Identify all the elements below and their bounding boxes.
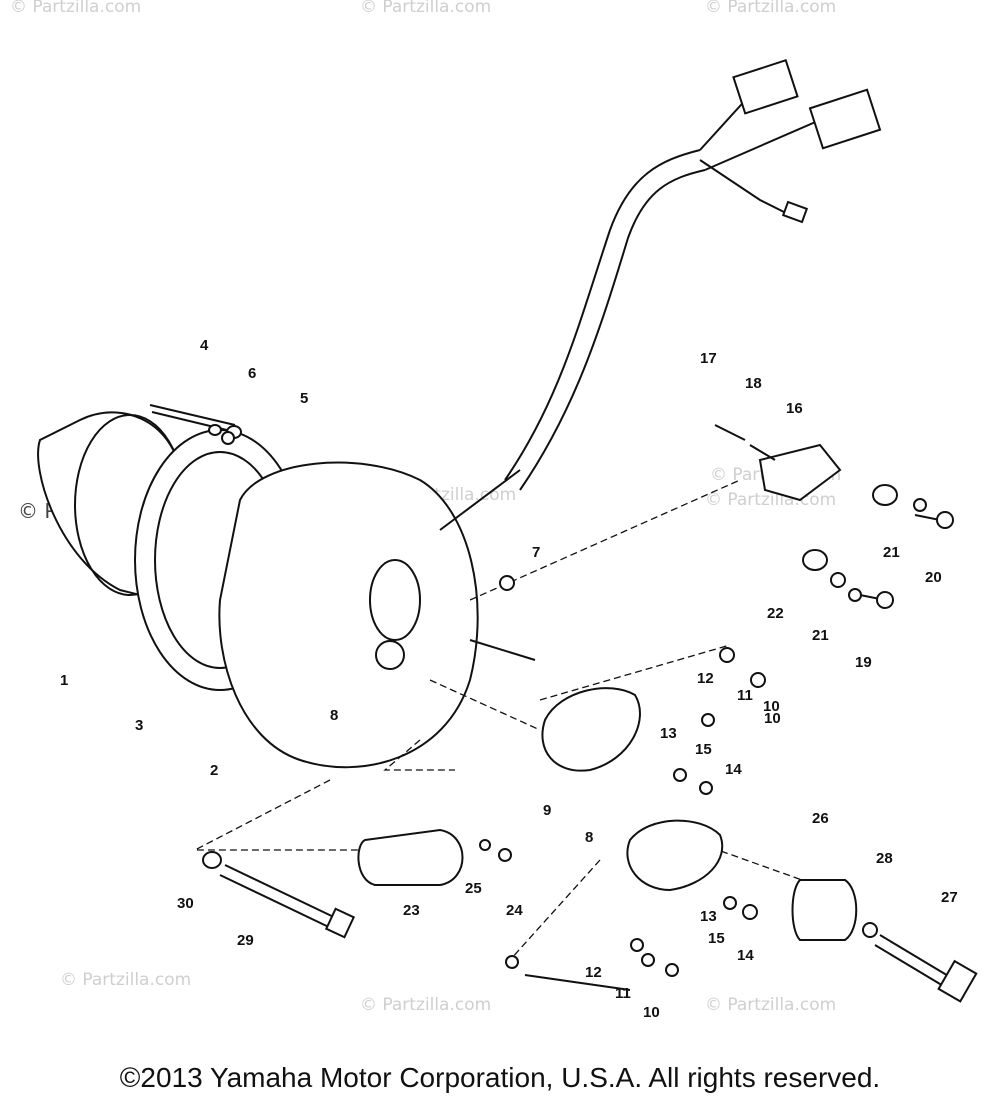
callout-14: 14 — [725, 761, 742, 778]
wiring-harness — [504, 59, 882, 491]
hardware — [221, 431, 954, 991]
callout-25: 25 — [465, 880, 482, 897]
long-bolt — [202, 851, 356, 939]
callout-26: 26 — [812, 810, 829, 827]
copyright-notice: ©2013 Yamaha Motor Corporation, U.S.A. A… — [119, 1062, 881, 1093]
callout-5: 5 — [300, 390, 308, 407]
callout-24: 24 — [506, 902, 523, 919]
watermark: © Partzilla.com — [360, 0, 491, 17]
callout-18: 18 — [745, 375, 762, 392]
callout-2: 2 — [210, 762, 218, 779]
watermark: © Partzilla.com — [10, 0, 141, 17]
watermark: © Partzilla.com — [705, 490, 836, 510]
point-plate — [541, 687, 723, 892]
callout-22: 22 — [767, 605, 784, 622]
callout-16: 16 — [786, 400, 803, 417]
callout-labels: 1 2 3 4 5 6 7 8 9 10 10 11 11 12 12 13 1… — [60, 337, 958, 1021]
callout-9: 9 — [543, 802, 551, 819]
callout-14b: 14 — [737, 947, 754, 964]
callout-23: 23 — [403, 902, 420, 919]
callout-15b: 15 — [708, 930, 725, 947]
callout-10c: 10 — [763, 698, 780, 715]
callout-12: 12 — [697, 670, 714, 687]
watermark: © Partzilla.com — [360, 995, 491, 1015]
callout-21: 21 — [883, 544, 900, 561]
watermark: © Partzilla.com — [705, 995, 836, 1015]
callout-10: 10 — [764, 710, 781, 727]
callout-8b: 8 — [330, 707, 338, 724]
connector — [781, 200, 809, 224]
connector — [808, 88, 882, 150]
brush-holder — [714, 424, 941, 601]
callout-1: 1 — [60, 672, 68, 689]
callout-13: 13 — [660, 725, 677, 742]
connector — [732, 59, 799, 115]
callout-12b: 12 — [585, 964, 602, 981]
watermark: © Partzilla.com — [705, 0, 836, 17]
callout-3: 3 — [135, 717, 143, 734]
callout-21b: 21 — [812, 627, 829, 644]
starter-relay — [357, 828, 464, 886]
callout-27: 27 — [941, 889, 958, 906]
bushing-and-bolt — [791, 879, 978, 1003]
callout-29: 29 — [237, 932, 254, 949]
callout-30: 30 — [177, 895, 194, 912]
callout-20: 20 — [925, 569, 942, 586]
callout-11b: 11 — [615, 985, 631, 1002]
callout-19: 19 — [855, 654, 872, 671]
watermark: © Partzilla.com — [60, 970, 191, 990]
callout-11: 11 — [737, 687, 753, 704]
callout-7: 7 — [532, 544, 540, 561]
callout-13b: 13 — [700, 908, 717, 925]
callout-15: 15 — [695, 741, 712, 758]
exploded-parts-diagram: © Partzilla.com © Partzilla.com © Partzi… — [10, 0, 978, 1021]
callout-10b: 10 — [643, 1004, 660, 1021]
callout-28: 28 — [876, 850, 893, 867]
callout-6: 6 — [248, 365, 256, 382]
callout-4: 4 — [200, 337, 209, 354]
callout-17: 17 — [700, 350, 717, 367]
callout-8: 8 — [585, 829, 593, 846]
generator-cover — [218, 461, 536, 769]
